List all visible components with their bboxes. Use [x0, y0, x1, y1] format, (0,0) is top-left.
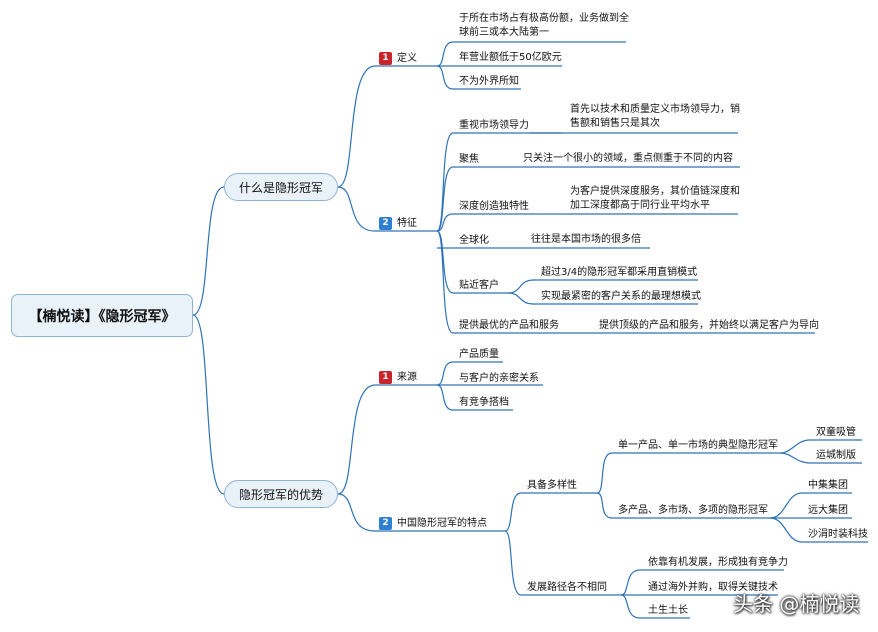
definition-item-1-line-2: 球前三或本大陆第一 [459, 27, 549, 38]
topic-hidden-champion-advantage[interactable]: 隐形冠军的优势 [224, 480, 338, 508]
path-item-2[interactable]: 通过海外并购，取得关键技术 [648, 582, 778, 593]
branch-source[interactable]: 来源 [397, 372, 417, 383]
branch-china-characteristics[interactable]: 中国隐形冠军的特点 [397, 518, 487, 529]
definition-item-2[interactable]: 年营业额低于50亿欧元 [459, 52, 562, 63]
feature-best-products-services-detail[interactable]: 提供顶级的产品和服务，并始终以满足客户为导向 [599, 320, 819, 331]
root-topic[interactable]: 【楠悦读】《隐形冠军》 [11, 294, 193, 337]
company-item[interactable]: 中集集团 [808, 480, 848, 491]
priority-badge-2: 2 [379, 517, 392, 530]
diversity-multi-product[interactable]: 多产品、多市场、多项的隐形冠军 [618, 505, 768, 516]
priority-badge-2: 2 [379, 217, 392, 230]
path-item-3[interactable]: 土生土长 [648, 605, 688, 616]
diversity-single-product[interactable]: 单一产品、单一市场的典型隐形冠军 [618, 440, 778, 451]
watermark: 头条 @楠悦读 [733, 592, 860, 616]
feature-market-leadership-detail-line-1[interactable]: 首先以技术和质量定义市场领导力，销 [570, 104, 740, 115]
feature-focus[interactable]: 聚焦 [459, 154, 479, 165]
company-item[interactable]: 运城制版 [816, 450, 856, 461]
branch-development-paths[interactable]: 发展路径各不相同 [527, 582, 607, 593]
feature-market-leadership-detail-line-2: 售额和销售只是其次 [570, 118, 660, 129]
feature-globalization[interactable]: 全球化 [459, 235, 489, 246]
feature-deep-uniqueness[interactable]: 深度创造独特性 [459, 201, 529, 212]
feature-focus-detail[interactable]: 只关注一个很小的领域，重点侧重于不同的内容 [523, 153, 733, 164]
company-item[interactable]: 沙涓时装科技 [808, 529, 868, 540]
feature-close-to-customer[interactable]: 贴近客户 [459, 280, 499, 291]
topic-what-is-hidden-champion[interactable]: 什么是隐形冠军 [224, 173, 338, 201]
source-item-1[interactable]: 产品质量 [459, 349, 499, 360]
company-item[interactable]: 远大集团 [808, 505, 848, 516]
feature-globalization-detail[interactable]: 往往是本国市场的很多倍 [531, 234, 641, 245]
feature-deep-uniqueness-detail-line-1[interactable]: 为客户提供深度服务，其价值链深度和 [570, 186, 740, 197]
feature-deep-uniqueness-detail-line-2: 加工深度都高于同行业平均水平 [570, 200, 710, 211]
feature-market-leadership[interactable]: 重视市场领导力 [459, 120, 529, 131]
priority-badge-1: 1 [379, 371, 392, 384]
definition-item-3[interactable]: 不为外界所知 [459, 76, 519, 87]
feature-close-to-customer-detail-2[interactable]: 实现最紧密的客户关系的最理想模式 [541, 291, 701, 302]
priority-badge-1: 1 [379, 52, 392, 65]
feature-close-to-customer-detail-1[interactable]: 超过3/4的隐形冠军都采用直销模式 [541, 267, 698, 278]
source-item-3[interactable]: 有竞争搭档 [459, 397, 509, 408]
feature-best-products-services[interactable]: 提供最优的产品和服务 [459, 320, 559, 331]
branch-features[interactable]: 特征 [397, 218, 417, 229]
branch-diversity[interactable]: 具备多样性 [527, 480, 577, 491]
company-item[interactable]: 双童吸管 [816, 427, 856, 438]
path-item-1[interactable]: 依靠有机发展，形成独有竞争力 [648, 557, 788, 568]
source-item-2[interactable]: 与客户的亲密关系 [459, 373, 539, 384]
definition-item-1-line-1[interactable]: 于所在市场占有极高份额，业务做到全 [459, 13, 629, 24]
branch-definition[interactable]: 定义 [397, 53, 417, 64]
